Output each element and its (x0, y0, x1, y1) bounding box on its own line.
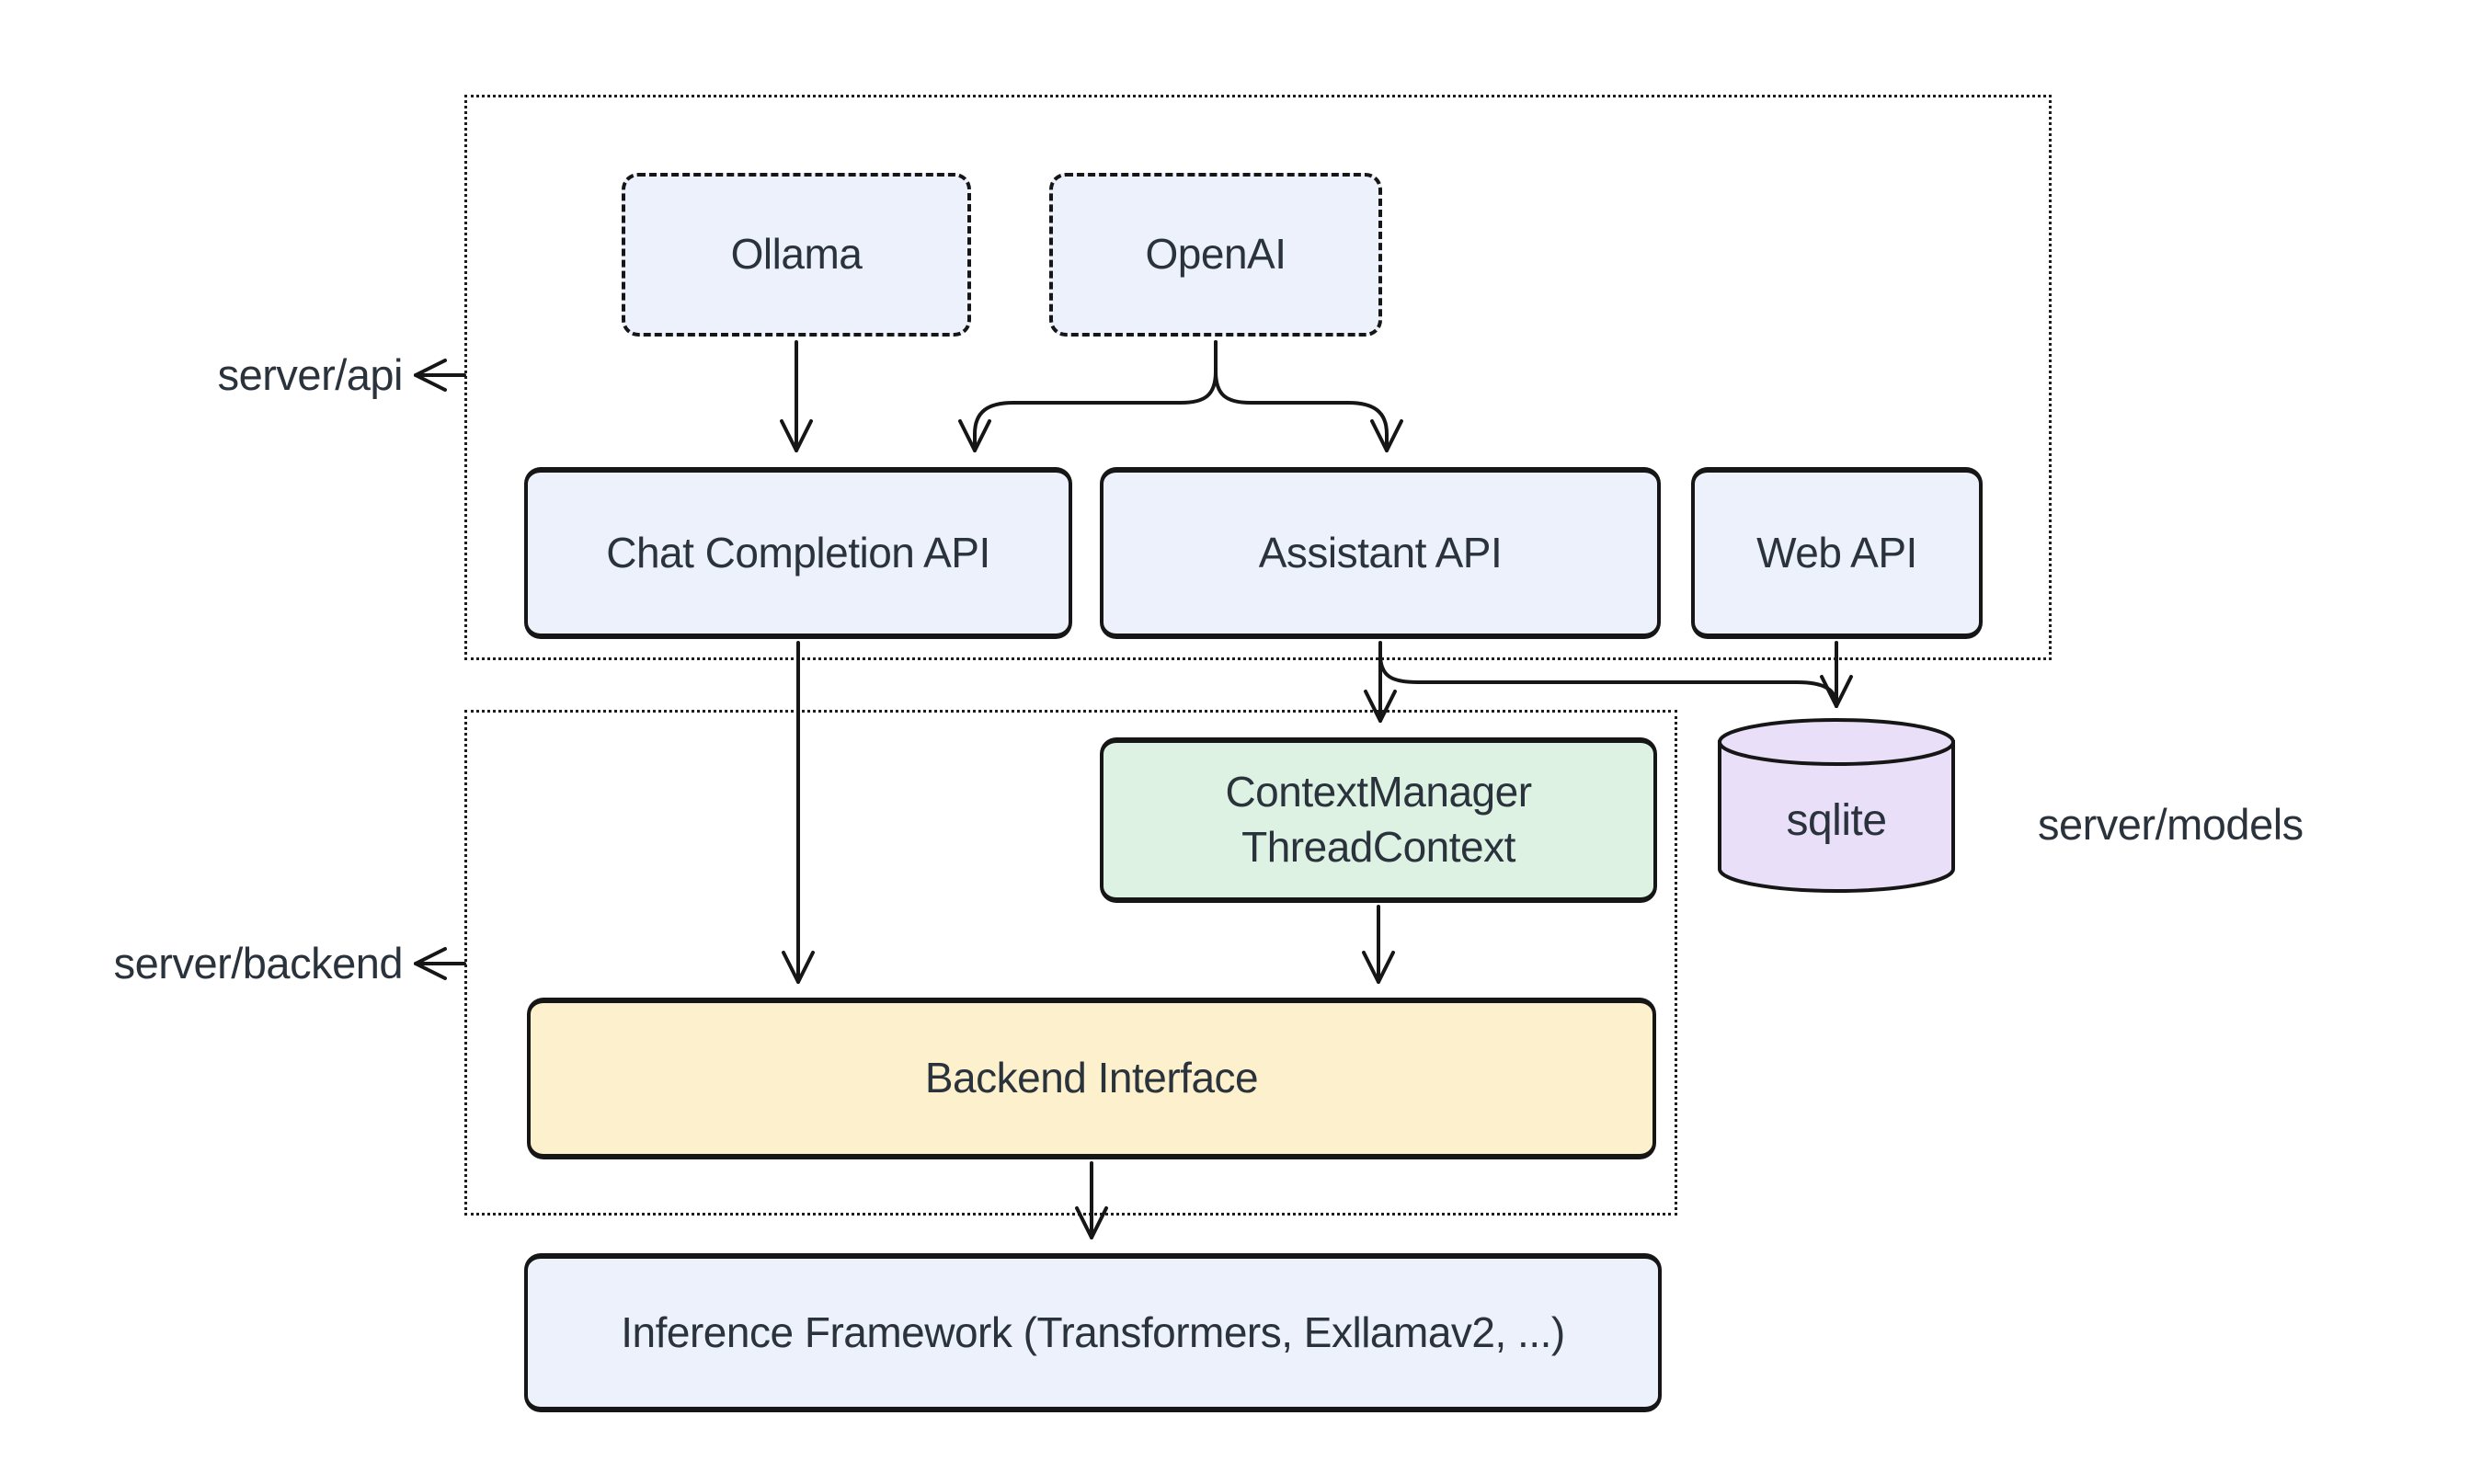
label-server-models: server/models (2038, 800, 2304, 849)
node-context-manager: ContextManager ThreadContext (1100, 737, 1657, 903)
node-assistant-api-label: Assistant API (1258, 528, 1503, 576)
node-web-api: Web API (1691, 467, 1983, 639)
node-inference-framework: Inference Framework (Transformers, Exlla… (524, 1253, 1662, 1412)
node-chat-completion-api-label: Chat Completion API (606, 528, 990, 576)
node-context-manager-line1: ContextManager (1225, 768, 1532, 816)
node-openai-label: OpenAI (1145, 230, 1287, 279)
sqlite-cylinder-top (1718, 718, 1955, 766)
sqlite-cylinder (1718, 718, 1955, 893)
node-sqlite-label: sqlite (1786, 795, 1887, 845)
node-inference-framework-label: Inference Framework (Transformers, Exlla… (621, 1307, 1565, 1356)
node-chat-completion-api: Chat Completion API (524, 467, 1072, 639)
node-backend-interface: Backend Interface (527, 998, 1656, 1159)
node-web-api-label: Web API (1756, 528, 1917, 576)
edge-assistant-to-sqlite (1378, 653, 1838, 708)
node-backend-interface-label: Backend Interface (924, 1054, 1259, 1102)
sqlite-cylinder-body (1718, 740, 1955, 893)
node-ollama: Ollama (622, 173, 971, 337)
edge-openai-to-assistant (1214, 340, 1403, 452)
edge-openai-to-chat-completion (958, 340, 1218, 452)
node-openai: OpenAI (1049, 173, 1382, 337)
label-server-backend: server/backend (113, 939, 404, 987)
group-server-api (464, 95, 2052, 660)
node-context-manager-line2: ThreadContext (1241, 823, 1515, 871)
label-server-api: server/api (217, 350, 404, 399)
node-ollama-label: Ollama (730, 230, 863, 279)
node-assistant-api: Assistant API (1100, 467, 1661, 639)
